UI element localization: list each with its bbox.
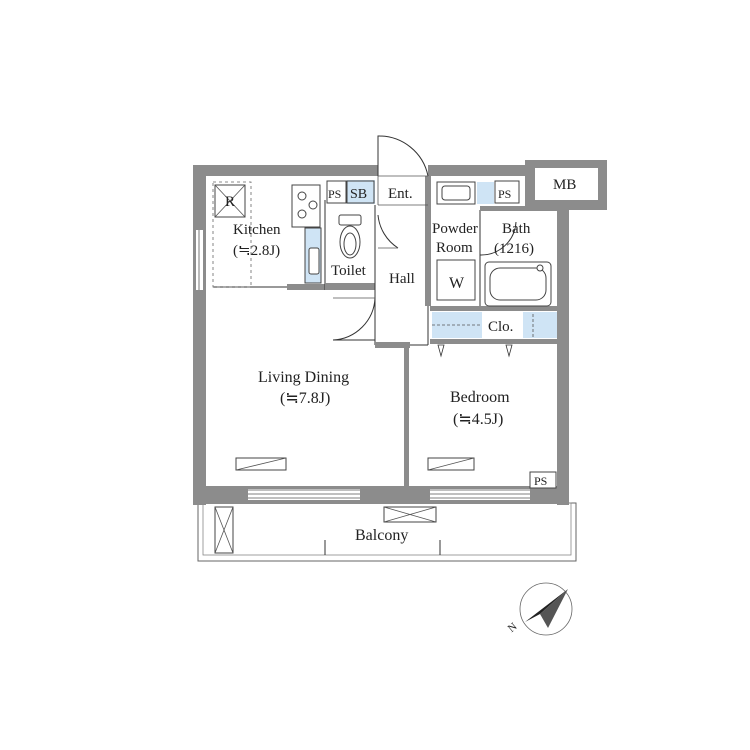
sb-box	[346, 180, 375, 204]
ps-label-bottom: PS	[534, 474, 547, 488]
powder-fixtures	[436, 181, 476, 301]
kitchen-label: Kitchen	[233, 222, 281, 238]
walls	[193, 160, 607, 505]
sink	[304, 227, 322, 284]
bedroom-label: Bedroom	[450, 389, 510, 406]
toilet-label: Toilet	[331, 263, 367, 279]
entrance-door	[377, 135, 429, 206]
ps-label-top-left: PS	[328, 187, 341, 201]
entrance-label: Ent.	[388, 186, 413, 202]
ps-box-bottom	[529, 471, 557, 489]
ps-box-top-right	[494, 180, 520, 204]
closet-label: Clo.	[488, 319, 513, 335]
bath-label: Bath	[502, 221, 531, 237]
toilet-fixture	[338, 214, 362, 259]
hall-label: Hall	[389, 271, 415, 287]
powder-label-2: Room	[436, 240, 473, 256]
ac-units	[235, 457, 475, 471]
compass-north-label: N	[506, 621, 520, 635]
toilet-door	[332, 297, 376, 341]
ps-box-top-left	[326, 180, 347, 204]
closet-details	[432, 314, 534, 358]
interior-walls	[213, 176, 558, 488]
bath-size: (1216)	[494, 241, 534, 257]
bedroom-area: (≒4.5J)	[453, 411, 503, 428]
mb-label: MB	[553, 177, 576, 193]
kitchen-fixtures	[212, 181, 322, 288]
sb-label: SB	[350, 187, 367, 202]
powder-label-1: Powder	[432, 221, 478, 237]
living-dining-label: Living Dining	[258, 369, 349, 386]
compass: N	[506, 582, 573, 636]
washer-box	[436, 259, 476, 301]
living-dining-area: (≒7.8J)	[280, 390, 330, 407]
compass-needle-icon	[525, 589, 568, 622]
ps-label-top-right: PS	[498, 187, 511, 201]
balcony-label: Balcony	[355, 527, 408, 544]
balcony-windows	[248, 489, 530, 499]
kitchen-area: (≒2.8J)	[233, 243, 280, 259]
hall-door	[377, 214, 399, 249]
fridge-label: R	[225, 194, 235, 210]
washer-label: W	[449, 275, 465, 292]
bath-fixtures	[479, 221, 552, 307]
